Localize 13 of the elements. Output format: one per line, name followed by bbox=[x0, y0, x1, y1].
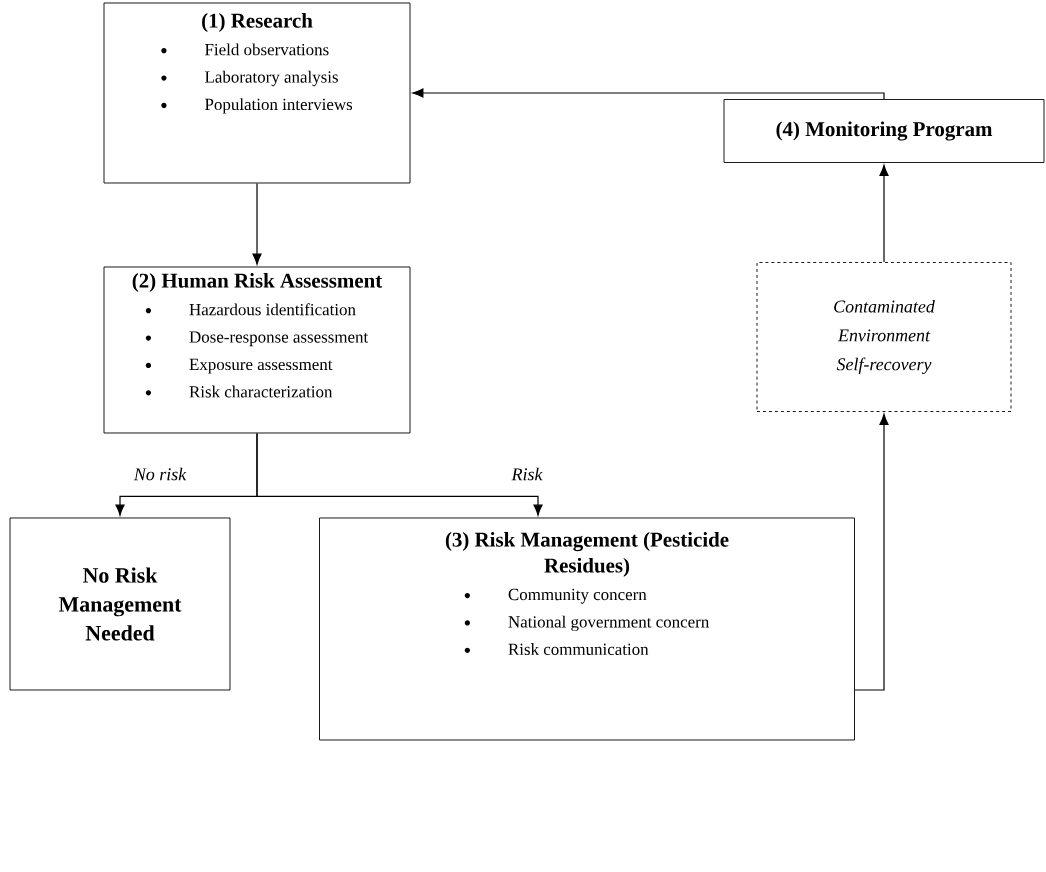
result-box: No Risk Management Needed bbox=[9, 517, 231, 691]
dashed-box: Contaminated Environment Self-recovery bbox=[756, 262, 1012, 412]
arrow bbox=[854, 413, 889, 691]
process-box: (3) Risk Management (Pesticide Residues) Community concern National government concern Risk communication bbox=[319, 517, 855, 741]
arrow bbox=[256, 432, 543, 516]
process-box: (2) Human Risk Assessment Hazardous identification Dose-response assessment Exposure assessment Risk characterization bbox=[103, 266, 411, 434]
process-box: (1) Research Field observations Laboratory analysis Population interviews bbox=[103, 2, 411, 184]
arrow bbox=[252, 182, 262, 265]
arrow bbox=[412, 88, 885, 100]
process-box: (4) Monitoring Program bbox=[723, 99, 1045, 163]
edge-label: Risk bbox=[511, 467, 543, 481]
arrow bbox=[879, 164, 889, 263]
edge-label: No risk bbox=[133, 467, 187, 481]
